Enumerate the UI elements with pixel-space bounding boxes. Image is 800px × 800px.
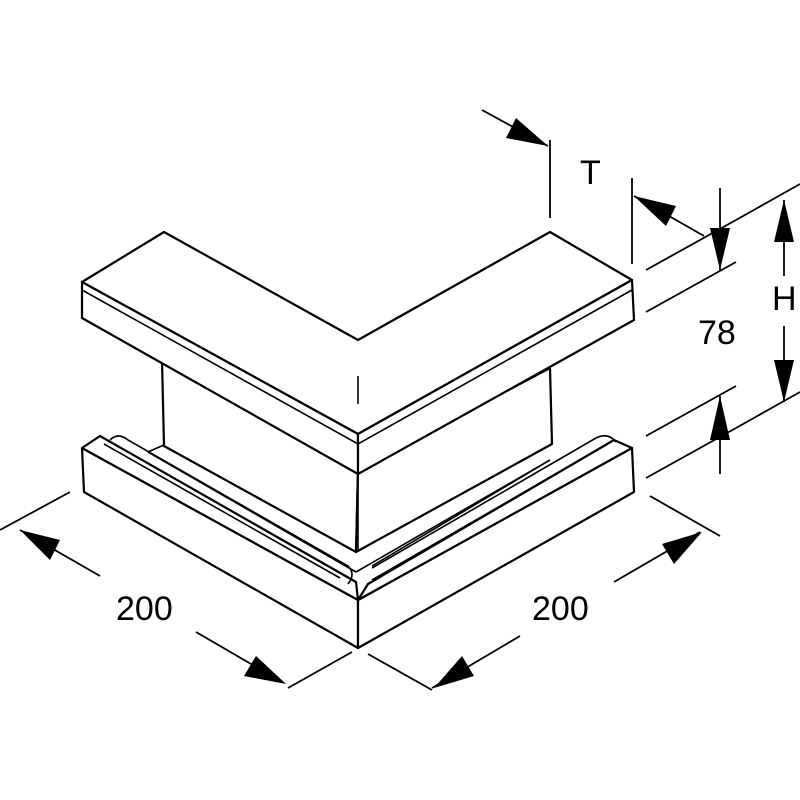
base-tray [80,434,636,650]
dim-thickness [481,109,705,264]
middle-body [160,358,554,554]
top-cover [80,230,636,476]
base-left-rim [80,434,360,602]
dim-arrow [634,196,676,226]
dim-arrow [710,228,730,270]
dim-arrow [774,200,794,242]
cover-bevel [81,289,633,474]
dim-height-78 [645,188,737,479]
base-right-groove [371,434,617,581]
label-height-h: H [772,280,797,318]
label-width-right: 200 [532,590,589,628]
label-width-left: 200 [116,590,173,628]
label-height-78: 78 [698,314,736,352]
dim-height-h [735,183,800,429]
dim-arrow [774,360,794,402]
base-inner-floor [147,443,551,573]
dim-width-left [0,491,353,689]
dim-arrow [710,396,730,440]
label-thickness: T [580,154,601,192]
dim-arrow [244,656,286,684]
dim-arrow [506,118,548,146]
dim-arrow [434,656,474,688]
dim-arrow [662,532,702,564]
dim-arrow [20,530,60,560]
dim-width-right [367,495,721,691]
